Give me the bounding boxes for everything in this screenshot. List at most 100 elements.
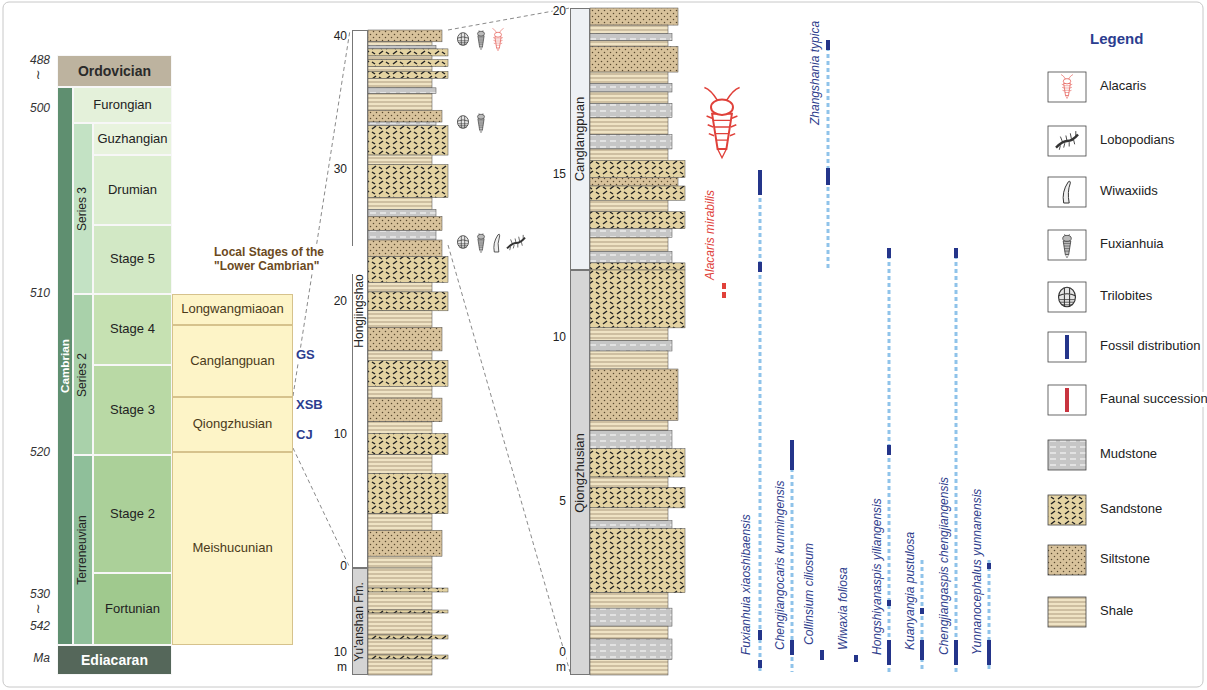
unit-name: Longwangmiaoan [181, 302, 284, 317]
legend-label: Siltstone [1100, 552, 1150, 567]
range-line [759, 170, 762, 672]
rock-bed [590, 25, 668, 34]
occurrence-mark [790, 640, 794, 655]
age-unit: Ma [33, 652, 50, 666]
stage-band: Qiongzhusian [570, 270, 590, 675]
rock-bed [368, 455, 432, 474]
local-stage-box: Meishucunian [172, 452, 293, 645]
correlation-line [448, 245, 570, 672]
legend-swatch [1048, 545, 1086, 575]
unit-name: Canglangpuan [190, 354, 275, 369]
lithology-column [590, 270, 685, 675]
rock-bed [590, 72, 668, 83]
species-name: Fuxianhuia xiaoshibaensis [740, 514, 754, 655]
range-line [827, 40, 830, 270]
legend-swatch [1048, 495, 1086, 525]
rock-bed [590, 626, 668, 639]
rock-bed [590, 186, 685, 200]
species-name: Yunnanocephalus yunnanensis [971, 489, 985, 655]
rock-bed [368, 94, 432, 111]
unit-name: Stage 5 [110, 252, 155, 267]
local-stage-box: Longwangmiaoan [172, 294, 293, 325]
rock-bed [590, 212, 685, 229]
stage-heading: Local Stages of the "Lower Cambrian" [214, 246, 364, 274]
alacaris-icon [704, 87, 739, 157]
legend-label: Trilobites [1100, 289, 1152, 304]
rock-bed [368, 155, 432, 164]
occurrence-mark [758, 660, 762, 668]
rock-bed [368, 45, 436, 49]
occurrence-mark [722, 283, 726, 289]
age-label: 542 [30, 620, 50, 634]
alacaris-icon [1061, 75, 1073, 99]
stage-band: Canglangpuan [570, 8, 590, 270]
rock-bed [368, 360, 448, 386]
rock-bed [368, 110, 442, 122]
rock-bed [368, 434, 448, 455]
depth-label: 10 [334, 428, 347, 442]
occurrence-mark [1065, 335, 1069, 359]
rock-bed [368, 568, 432, 588]
fuxianhuia-icon [1063, 234, 1072, 258]
rock-bed [590, 328, 668, 341]
age-break: ≀ [36, 68, 41, 83]
depth-label: 5 [559, 495, 566, 509]
trilobite-icon [1059, 287, 1076, 307]
rotated-unit-name: Qiongzhusian [573, 433, 588, 513]
occurrence-mark [954, 248, 958, 258]
figure-frame [3, 2, 1203, 687]
species-name: Alacaris mirabilis [704, 190, 718, 280]
fuxianhuia-icon [478, 233, 485, 253]
rock-bed [368, 474, 448, 514]
legend-swatch [1048, 126, 1086, 156]
occurrence-mark [826, 168, 830, 185]
rock-bed [590, 8, 678, 25]
occurrence-mark [887, 600, 891, 606]
range-line [955, 248, 958, 672]
species-name: Collinsium ciliosum [803, 543, 817, 645]
fuxianhuia-icon [478, 30, 485, 50]
period-box: Ordovician [57, 55, 172, 87]
rock-bed [368, 386, 432, 398]
legend-label: Fuxianhuia [1100, 237, 1164, 252]
unit-name: Ordovician [78, 63, 151, 79]
stage-box: Stage 2 [93, 455, 172, 573]
rock-bed [590, 83, 672, 92]
occurrence-mark [758, 262, 762, 272]
formation-band: Hongjingshao Fm. [352, 30, 368, 568]
rock-bed [590, 528, 685, 592]
occurrence-mark [987, 563, 991, 569]
trilobite-icon [457, 236, 468, 249]
rotated-unit-name: Series 2 [76, 352, 90, 396]
legend-label: Mudstone [1100, 447, 1157, 462]
alacaris-icon [492, 28, 503, 50]
trilobite-icon [457, 33, 468, 46]
rock-bed [368, 588, 448, 592]
unit-name: Ediacaran [81, 652, 148, 668]
correlation-line [293, 448, 350, 568]
rock-bed [590, 135, 672, 149]
rock-bed [590, 160, 685, 177]
rock-bed [368, 655, 448, 659]
series-band: Series 3 [73, 123, 93, 294]
depth-label: 10 [553, 331, 566, 345]
occurrence-mark [887, 640, 891, 665]
rock-bed [368, 49, 448, 56]
lithology-column [368, 30, 448, 568]
stage-box: Guzhangian [93, 123, 172, 155]
rock-bed [368, 78, 432, 87]
rock-bed [590, 369, 678, 420]
rock-bed [368, 639, 432, 655]
species-name: Zhangshania typica [809, 21, 823, 125]
species-name: Kuanyangia pustulosa [904, 532, 918, 650]
wiwaxiid-icon [1063, 181, 1070, 203]
rock-bed [590, 487, 685, 508]
age-label: 530 [30, 588, 50, 602]
unit-name: Stage 2 [110, 507, 155, 522]
legend-label: Alacaris [1100, 79, 1146, 94]
rock-bed [590, 200, 668, 211]
rock-bed [590, 34, 672, 41]
occurrence-mark [954, 640, 958, 665]
section-code: XSB [296, 398, 323, 413]
rock-bed [368, 530, 442, 556]
